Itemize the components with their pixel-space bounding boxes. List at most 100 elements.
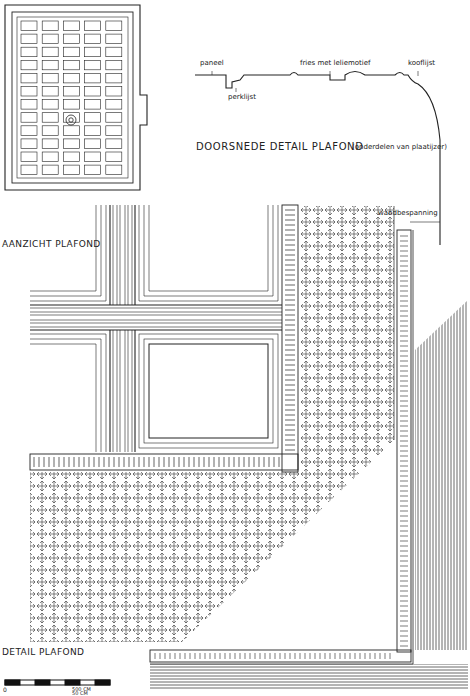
drawing-stroke <box>275 653 276 659</box>
drawing-stroke <box>265 653 266 659</box>
drawing-stroke <box>400 321 408 322</box>
drawing-stroke <box>85 126 101 136</box>
drawing-stroke <box>400 346 408 347</box>
drawing-stroke <box>21 113 37 123</box>
drawing-stroke <box>285 295 295 296</box>
drawing-stroke <box>397 230 411 652</box>
drawing-stroke <box>285 285 295 286</box>
drawing-stroke <box>400 591 408 592</box>
drawing-stroke <box>42 73 58 83</box>
drawing-stroke <box>400 536 408 537</box>
drawing-stroke <box>30 320 282 321</box>
drawing-stroke <box>285 653 286 659</box>
drawing-stroke <box>170 653 171 659</box>
drawing-stroke <box>285 265 295 266</box>
drawing-stroke <box>109 330 110 452</box>
drawing-stroke <box>400 466 408 467</box>
drawing-stroke <box>400 546 408 547</box>
drawing-stroke <box>269 457 270 467</box>
drawing-stroke <box>104 457 105 467</box>
drawing-stroke <box>85 47 101 57</box>
drawing-stroke <box>285 275 295 276</box>
drawing-stroke <box>400 456 408 457</box>
drawing-stroke <box>400 516 408 517</box>
drawing-stroke <box>30 312 282 313</box>
drawing-stroke <box>79 457 80 467</box>
drawing-stroke <box>285 425 295 426</box>
drawing-stroke <box>400 271 408 272</box>
drawing-stroke <box>119 457 120 467</box>
drawing-stroke <box>285 385 295 386</box>
drawing-stroke <box>30 344 96 452</box>
drawing-stroke <box>400 361 408 362</box>
drawing-stroke <box>165 653 166 659</box>
drawing-stroke <box>400 521 408 522</box>
drawing-stroke <box>400 506 408 507</box>
drawing-stroke <box>85 73 101 83</box>
drawing-stroke <box>285 270 295 271</box>
drawing-stroke <box>63 139 79 149</box>
drawing-stroke <box>400 341 408 342</box>
drawing-stroke <box>74 457 75 467</box>
drawing-stroke <box>30 205 106 301</box>
drawing-stroke <box>106 139 122 149</box>
drawing-stroke <box>400 381 408 382</box>
drawing-stroke <box>106 47 122 57</box>
drawing-stroke <box>106 87 122 97</box>
drawing-stroke <box>285 440 295 441</box>
drawing-stroke <box>42 165 58 175</box>
drawing-stroke <box>400 531 408 532</box>
drawing-stroke <box>30 339 101 452</box>
drawing-stroke <box>330 653 331 659</box>
drawing-stroke <box>385 653 386 659</box>
drawing-stroke <box>285 420 295 421</box>
drawing-stroke <box>285 215 295 216</box>
drawing-stroke <box>295 653 296 659</box>
drawing-stroke <box>229 457 230 467</box>
drawing-stroke <box>63 21 79 31</box>
drawing-stroke <box>285 395 295 396</box>
drawing-stroke <box>400 301 408 302</box>
drawing-stroke <box>106 100 122 110</box>
drawing-stroke <box>144 457 145 467</box>
drawing-stroke <box>400 296 408 297</box>
drawing-label: 50 CM <box>72 691 88 696</box>
drawing-stroke <box>54 457 55 467</box>
drawing-stroke <box>350 653 351 659</box>
drawing-stroke <box>235 653 236 659</box>
drawing-stroke <box>400 586 408 587</box>
drawing-stroke <box>42 21 58 31</box>
drawing-stroke <box>279 457 280 467</box>
drawing-stroke <box>280 653 281 659</box>
drawing-stroke <box>30 205 101 296</box>
drawing-stroke <box>44 457 45 467</box>
drawing-stroke <box>400 491 408 492</box>
drawing-stroke <box>21 100 37 110</box>
drawing-stroke <box>234 457 235 467</box>
drawing-stroke <box>244 457 245 467</box>
drawing-stroke <box>400 366 408 367</box>
drawing-stroke <box>400 426 408 427</box>
drawing-stroke <box>106 21 122 31</box>
drawing-stroke <box>30 323 282 324</box>
drawing-stroke <box>285 405 295 406</box>
drawing-stroke <box>154 457 155 467</box>
drawing-stroke <box>285 445 295 446</box>
drawing-stroke <box>21 152 37 162</box>
drawing-stroke <box>400 576 408 577</box>
drawing-stroke <box>400 236 408 237</box>
drawing-stroke <box>42 47 58 57</box>
drawing-stroke <box>190 653 191 659</box>
drawing-stroke <box>30 334 106 452</box>
drawing-stroke <box>285 210 295 211</box>
drawing-stroke <box>285 345 295 346</box>
drawing-stroke <box>174 457 175 467</box>
drawing-stroke <box>400 556 408 557</box>
drawing-stroke <box>370 653 371 659</box>
drawing-stroke <box>164 457 165 467</box>
drawing-stroke <box>310 653 311 659</box>
drawing-stroke <box>99 457 100 467</box>
drawing-stroke <box>400 581 408 582</box>
drawing-stroke <box>84 457 85 467</box>
drawing-stroke <box>400 616 408 617</box>
